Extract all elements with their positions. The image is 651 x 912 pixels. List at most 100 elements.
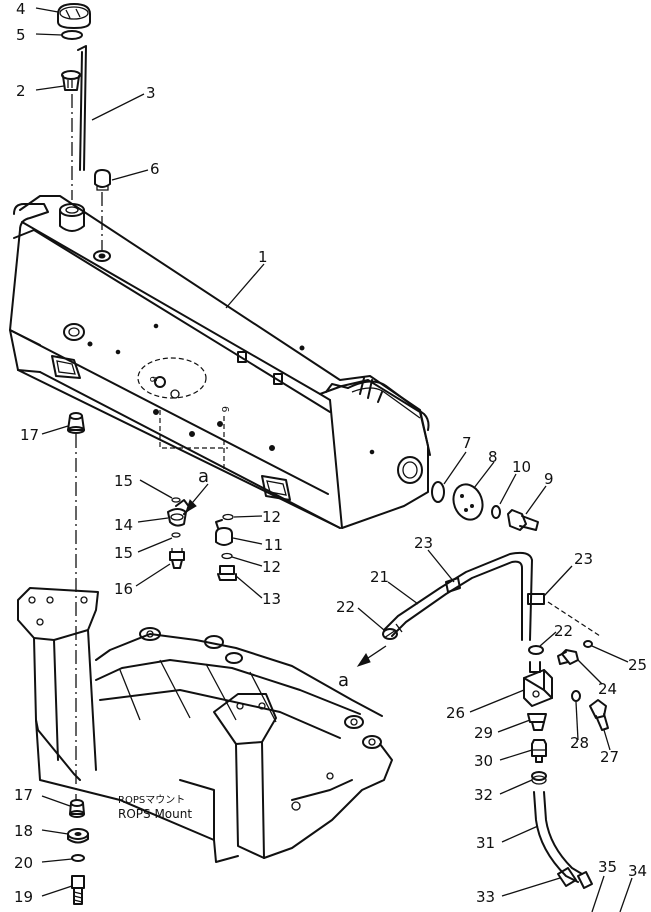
leader-16 (135, 563, 171, 587)
leader-1 (225, 263, 265, 309)
leader-21 (387, 581, 419, 605)
leader-24 (577, 659, 603, 685)
callout-24: 24 (598, 680, 617, 698)
callout-33: 33 (476, 888, 495, 906)
part-23-clamp-left (445, 577, 461, 593)
part-11-elbow (215, 519, 233, 546)
leader-35 (591, 875, 605, 912)
part-10-washer (491, 505, 501, 519)
leader-17a (41, 425, 69, 435)
leader-15b (137, 537, 173, 553)
part-32-clamp (531, 771, 547, 785)
part-3-gauge-rod (77, 45, 87, 171)
part-4-cap (57, 3, 91, 29)
leader-26 (469, 689, 525, 713)
callout-18: 18 (14, 822, 33, 840)
part-13-bolt (217, 565, 237, 581)
part-21-hose (383, 551, 533, 641)
part-22-clamp-upper (382, 628, 398, 640)
part-28-washer (571, 690, 581, 702)
callout-21: 21 (370, 568, 389, 586)
leader-23a (427, 549, 455, 583)
leader-27 (603, 729, 611, 751)
part-2-strainer (61, 70, 81, 91)
rops-label-jp: ROPSマウント (118, 794, 185, 806)
leader-25 (591, 645, 629, 663)
leader-10 (499, 473, 517, 505)
leader-3 (91, 93, 145, 121)
leader-23b (543, 565, 573, 597)
part-5-gasket (61, 30, 83, 40)
callout-15-upper: 15 (114, 472, 133, 490)
part-12-washer-lower (221, 552, 233, 560)
callout-2: 2 (16, 82, 26, 100)
view-arrow-upper-head (185, 499, 197, 514)
leader-9 (525, 485, 547, 515)
callout-8: 8 (488, 448, 498, 466)
part-9-bolt (507, 509, 539, 531)
callout-31: 31 (476, 834, 495, 852)
part-30-elbow (531, 739, 547, 763)
callout-11: 11 (264, 536, 283, 554)
tank-mark-2: 6 (219, 406, 230, 412)
rops-label-en: ROPS Mount (118, 807, 192, 821)
leader-12b (231, 556, 263, 567)
leader-33 (501, 877, 561, 897)
callout-27: 27 (600, 748, 619, 766)
leader-18 (41, 829, 69, 835)
leader-15a (139, 479, 173, 499)
part-1-fuel-tank (9, 195, 431, 529)
hose-hidden-line (547, 601, 601, 637)
leader-6 (111, 169, 149, 181)
callout-16: 16 (114, 580, 133, 598)
callout-15-lower: 15 (114, 544, 133, 562)
callout-17-upper: 17 (20, 426, 39, 444)
callout-32: 32 (474, 786, 493, 804)
callout-12-lower: 12 (262, 558, 281, 576)
rops-mount-frame (17, 587, 393, 863)
callout-4: 4 (16, 0, 26, 18)
leader-2 (35, 85, 65, 91)
part-12-washer-upper (222, 513, 234, 521)
callout-13: 13 (262, 590, 281, 608)
callout-1: 1 (258, 248, 268, 266)
callout-26: 26 (446, 704, 465, 722)
callout-19: 19 (14, 888, 33, 906)
leader-4 (35, 7, 59, 13)
part-8-cover (452, 483, 484, 521)
callout-29: 29 (474, 724, 493, 742)
part-23-clamp-right (527, 593, 545, 605)
leader-28 (575, 701, 579, 741)
callout-22-lower: 22 (554, 622, 573, 640)
part-14-elbow (167, 499, 191, 527)
leader-12a (233, 515, 263, 518)
leader-14 (137, 517, 169, 523)
leader-32 (499, 779, 533, 795)
callout-6: 6 (150, 160, 160, 178)
callout-23-right: 23 (574, 550, 593, 568)
part-6-plug (94, 169, 111, 191)
callout-23-left: 23 (414, 534, 433, 552)
leader-34 (619, 877, 633, 912)
leader-8 (473, 461, 495, 489)
leader-30 (499, 749, 533, 761)
leader-13 (235, 575, 263, 599)
part-16-bolt (169, 548, 185, 569)
callout-3: 3 (146, 84, 156, 102)
part-35-connector (577, 871, 593, 889)
part-18-washer (67, 828, 89, 844)
leader-20 (41, 858, 73, 863)
part-31-drain-hose (533, 791, 583, 883)
callout-30: 30 (474, 752, 493, 770)
part-19-bolt (71, 875, 85, 905)
tank-mark-1: 6 (147, 376, 158, 382)
callout-25: 25 (628, 656, 647, 674)
view-arrow-lower-head (356, 653, 371, 667)
callout-12-upper: 12 (262, 508, 281, 526)
leader-5 (35, 33, 63, 36)
callout-22-upper: 22 (336, 598, 355, 616)
leader-22b (539, 631, 557, 647)
part-15-seal-upper (171, 497, 181, 503)
view-marker-upper: a (198, 466, 209, 487)
